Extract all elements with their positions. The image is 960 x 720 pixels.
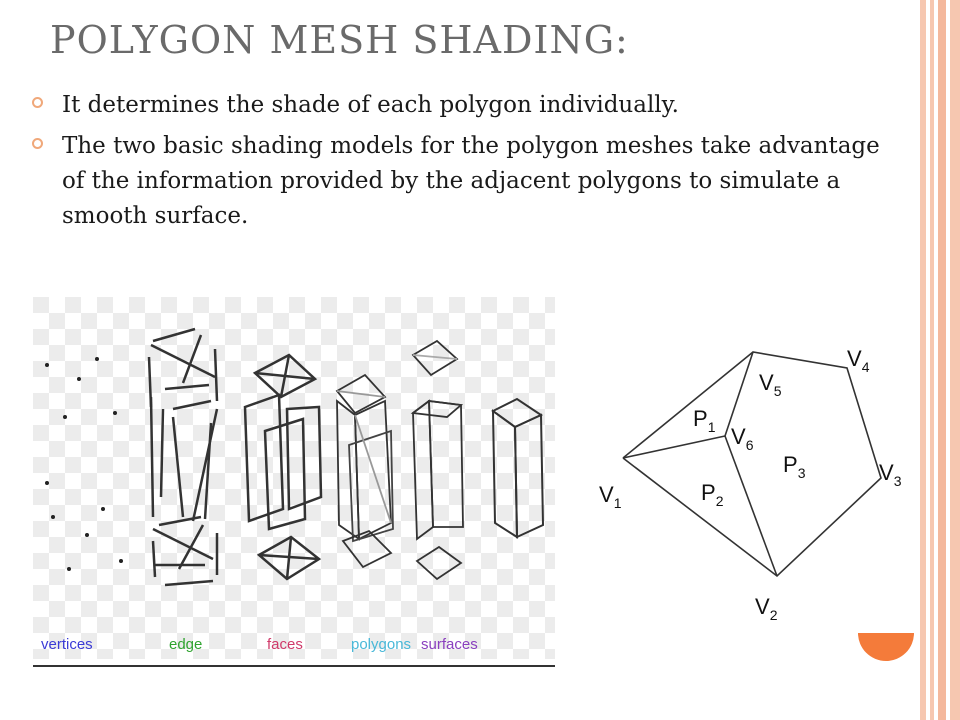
bullet-text: The two basic shading models for the pol… [62, 133, 880, 229]
caption-polygons: polygons [351, 636, 411, 653]
polygons-drawing [335, 373, 394, 569]
bullet-item: It determines the shade of each polygon … [28, 88, 908, 123]
slide-title: POLYGON MESH SHADING: [50, 18, 629, 62]
label-v1: V1 [599, 482, 622, 511]
label-v5: V5 [759, 370, 782, 399]
bullet-text: It determines the shade of each polygon … [62, 92, 679, 118]
caption-surfaces: surfaces [421, 636, 478, 653]
caption-edge: edge [169, 636, 202, 653]
solid-object-drawing [491, 397, 545, 539]
surfaces-drawing [410, 339, 464, 581]
label-v4: V4 [847, 346, 870, 375]
polygon-mesh-svg: V1 V2 V3 V4 V5 V6 P1 P2 P3 [595, 330, 913, 630]
vertices-dots [45, 357, 123, 571]
label-v6: V6 [731, 424, 754, 453]
caption-faces: faces [267, 636, 303, 653]
label-p1: P1 [693, 406, 716, 435]
mesh-edges [622, 351, 882, 578]
caption-vertices: vertices [41, 636, 93, 653]
label-v2: V2 [755, 594, 778, 623]
label-p2: P2 [701, 480, 724, 509]
orange-accent-circle [858, 633, 914, 661]
mesh-components-figure: vertices edge faces polygons surfaces [33, 297, 555, 669]
mesh-components-image: vertices edge faces polygons surfaces [33, 297, 555, 667]
bullet-list: It determines the shade of each polygon … [28, 88, 908, 240]
edges-drawing [147, 327, 219, 587]
mesh-labels: V1 V2 V3 V4 V5 V6 P1 P2 P3 [599, 346, 902, 623]
bullet-circle-icon [32, 97, 43, 108]
polygon-mesh-diagram: V1 V2 V3 V4 V5 V6 P1 P2 P3 [595, 330, 913, 630]
slide-border-decoration [920, 0, 960, 720]
faces-drawing [243, 353, 323, 581]
bullet-item: The two basic shading models for the pol… [28, 129, 908, 234]
label-p3: P3 [783, 452, 806, 481]
label-v3: V3 [879, 460, 902, 489]
bullet-circle-icon [32, 138, 43, 149]
figure-captions: vertices edge faces polygons surfaces [41, 636, 478, 653]
